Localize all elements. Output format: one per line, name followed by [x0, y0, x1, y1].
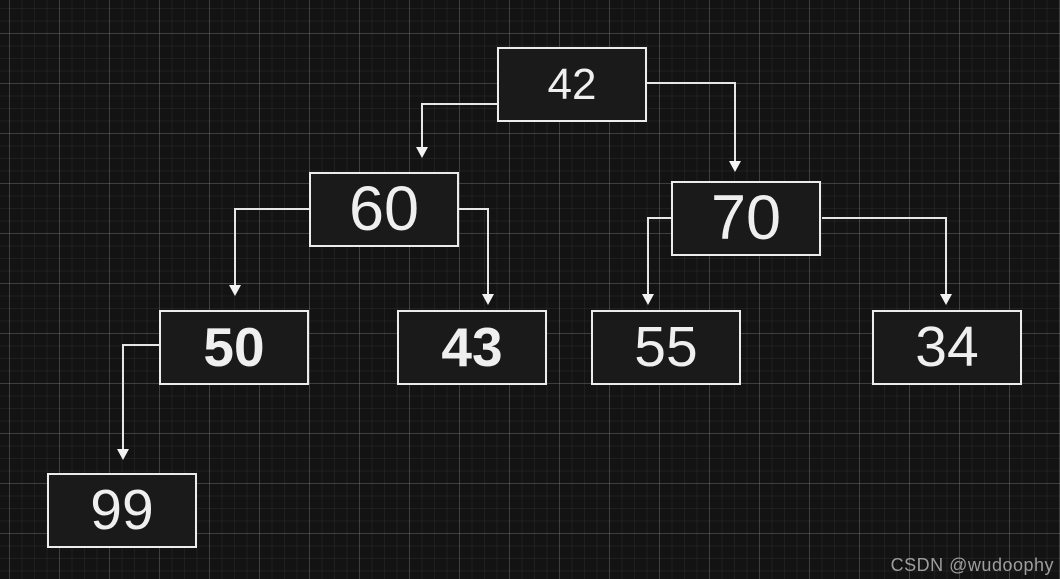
tree-node-99: 99 — [47, 473, 197, 548]
edge-70-55 — [642, 217, 671, 305]
arrowhead-down-icon — [642, 294, 654, 305]
watermark: CSDN @wudoophy — [890, 555, 1054, 575]
edge-60-43 — [459, 208, 494, 305]
tree-node-60: 60 — [309, 172, 459, 247]
arrowhead-down-icon — [229, 285, 241, 296]
tree-node-34: 34 — [872, 310, 1022, 385]
arrowhead-down-icon — [117, 449, 129, 460]
tree-node-70: 70 — [671, 181, 821, 256]
tree-node-55: 55 — [591, 310, 741, 385]
arrowhead-down-icon — [729, 161, 741, 172]
arrowhead-down-icon — [940, 294, 952, 305]
tree-node-50: 50 — [159, 310, 309, 385]
edge-70-34 — [822, 217, 952, 305]
edge-50-99 — [117, 344, 159, 460]
tree-node-43: 43 — [397, 310, 547, 385]
tree-node-42: 42 — [497, 47, 647, 122]
arrowhead-down-icon — [416, 147, 428, 158]
edge-42-70 — [647, 82, 741, 172]
edge-42-60 — [416, 103, 497, 158]
arrowhead-down-icon — [482, 294, 494, 305]
edge-60-50 — [229, 208, 309, 296]
